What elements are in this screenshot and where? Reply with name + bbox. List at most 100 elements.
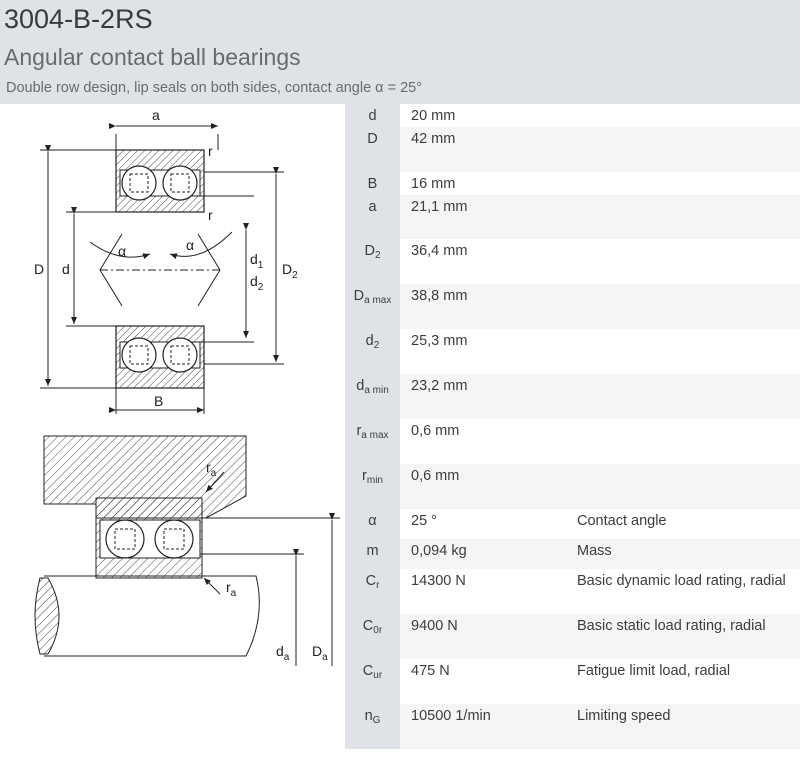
spec-description: Basic static load rating, radial	[577, 614, 800, 659]
label-ra-top-sub: a	[211, 468, 217, 479]
label-d2-sub: 2	[258, 282, 264, 293]
label-alpha-right: α	[186, 237, 194, 253]
spec-symbol: d2	[345, 329, 400, 374]
spec-description	[577, 172, 800, 195]
label-d2: d	[250, 273, 258, 289]
label-ra-bottom-sub: a	[231, 588, 237, 599]
label-da: d	[276, 643, 284, 659]
svg-text:ra: ra	[206, 459, 217, 479]
spec-description	[577, 195, 800, 239]
spec-row: Cur 475 N Fatigue limit load, radial	[345, 659, 800, 704]
header-band: 3004-B-2RS Angular contact ball bearings…	[0, 0, 800, 104]
label-alpha-left: α	[118, 243, 126, 259]
spec-symbol: Cur	[345, 659, 400, 704]
svg-text:D2: D2	[282, 261, 298, 281]
spec-row: ra max 0,6 mm	[345, 419, 800, 464]
spec-symbol: d	[345, 104, 400, 127]
spec-value: 20 mm	[411, 108, 456, 124]
spec-value: 36,4 mm	[411, 243, 468, 259]
mounting-labels: ra ra da Da	[206, 459, 328, 663]
label-ra-bottom: r	[226, 579, 231, 595]
svg-text:da: da	[276, 643, 290, 663]
label-D2: D	[282, 261, 292, 277]
spec-description	[577, 239, 800, 284]
spec-value: 21,1 mm	[400, 195, 577, 239]
spec-description	[577, 104, 800, 127]
spec-description: Basic dynamic load rating, radial	[577, 573, 786, 589]
label-d1: d	[250, 251, 258, 267]
mounting-drawing: ra ra da Da	[34, 435, 340, 666]
spec-row: Cr 14300 N Basic dynamic load rating, radi…	[345, 569, 800, 614]
spec-value: 475 N	[411, 663, 450, 679]
spec-description: Limiting speed	[577, 704, 800, 749]
dimension-lines	[40, 123, 284, 414]
spec-value: 9400 N	[400, 614, 577, 659]
bearing-upper-section	[115, 149, 205, 213]
dimension-labels: a r r α α D d d1 d2 D2 B	[34, 107, 298, 409]
label-d: d	[62, 261, 70, 277]
spec-symbol: D2	[345, 239, 400, 284]
label-ra-top: r	[206, 459, 211, 475]
label-r-top: r	[208, 143, 213, 159]
label-r-mid: r	[208, 207, 213, 223]
label-D2-sub: 2	[292, 270, 298, 281]
spec-symbol: rmin	[345, 464, 400, 509]
spec-symbol: ra max	[345, 419, 400, 464]
spec-description	[577, 127, 800, 172]
spec-symbol: a	[345, 195, 400, 239]
spec-symbol: C0r	[345, 614, 400, 659]
spec-value: 25,3 mm	[411, 333, 468, 349]
spec-value: 14300 N	[411, 573, 466, 589]
spec-value: 38,8 mm	[400, 284, 577, 329]
spec-value: 25 °	[411, 513, 437, 529]
spec-description	[577, 419, 800, 464]
spec-description: Mass	[577, 539, 800, 569]
spec-symbol: Cr	[345, 569, 400, 614]
svg-text:Da: Da	[312, 643, 328, 663]
svg-text:d2: d2	[250, 273, 264, 293]
spec-row: d2 25,3 mm	[345, 329, 800, 374]
spec-description: Fatigue limit load, radial	[577, 663, 731, 679]
label-d1-sub: 1	[258, 260, 264, 271]
label-da-sub: a	[284, 652, 290, 663]
spec-description	[577, 329, 800, 374]
label-D: D	[34, 261, 44, 277]
spec-row: D2 36,4 mm	[345, 239, 800, 284]
product-description: Double row design, lip seals on both sid…	[6, 80, 423, 96]
spec-description	[577, 464, 800, 509]
product-subtitle: Angular contact ball bearings	[4, 44, 301, 70]
spec-value: 10500 1/min	[400, 704, 577, 749]
spec-symbol: α	[345, 509, 400, 539]
spec-description	[577, 374, 800, 419]
spec-symbol: nG	[345, 704, 400, 749]
label-a: a	[152, 107, 160, 123]
spec-description	[577, 284, 800, 329]
spec-symbol: B	[345, 172, 400, 195]
spec-symbol: Da max	[345, 284, 400, 329]
label-Da-sub: a	[322, 652, 328, 663]
label-Da: D	[312, 643, 322, 659]
bearing-lower-section	[115, 325, 205, 389]
spec-value: 0,6 mm	[411, 423, 460, 439]
spec-symbol: D	[345, 127, 400, 172]
mounting-dimension-lines	[200, 471, 340, 666]
spec-value: 16 mm	[411, 176, 456, 192]
spec-row: B 16 mm	[345, 172, 800, 195]
spec-symbol: m	[345, 539, 400, 569]
shaft	[34, 575, 260, 657]
spec-row: d 20 mm	[345, 104, 800, 127]
spec-value: 23,2 mm	[400, 374, 577, 419]
spec-row: α 25 ° Contact angle	[345, 509, 800, 539]
spec-description: Contact angle	[577, 513, 667, 529]
svg-text:d1: d1	[250, 251, 264, 271]
label-B: B	[154, 393, 163, 409]
